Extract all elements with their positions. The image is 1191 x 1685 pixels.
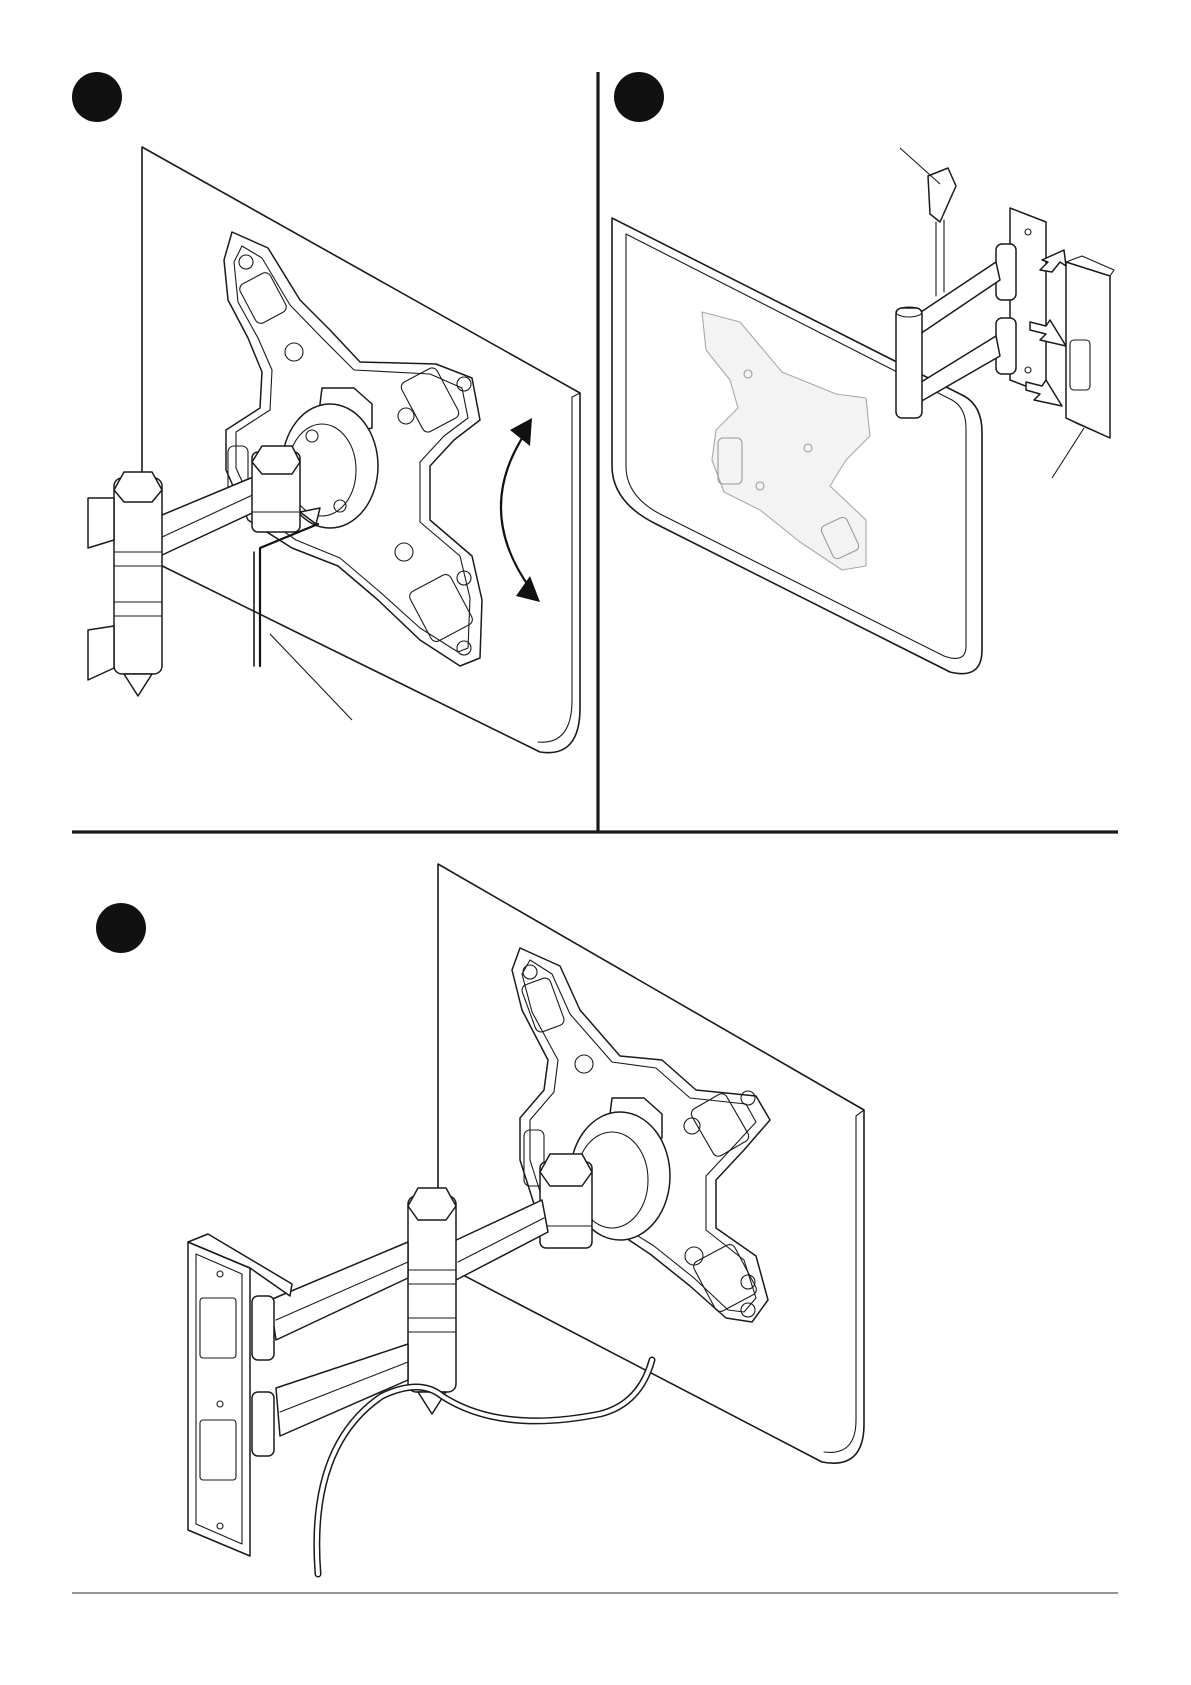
step-1-badge: [72, 72, 122, 122]
step-2-badge: [614, 72, 664, 122]
arm-pivot-cylinder: [114, 478, 162, 674]
arm-upper: [918, 262, 1000, 334]
outlined-arrow-icon: [1026, 380, 1062, 406]
wall-bracket: [1066, 262, 1110, 438]
arm-pivot-cylinder: [408, 1196, 456, 1392]
arm-pivot-cap: [408, 1188, 456, 1220]
safety-cap: [928, 168, 956, 222]
hub-hinge-cap: [252, 446, 300, 474]
arm-stub-upper: [88, 498, 114, 548]
arm-lower-hinge: [996, 318, 1016, 374]
pivot-tip: [124, 674, 152, 696]
leader-line-wall-bracket: [1052, 428, 1084, 478]
tv-side-hinge: [896, 308, 922, 418]
panel-3-illustration: [188, 864, 864, 1574]
bracket-hinge-upper: [252, 1296, 274, 1360]
safety-strap: [936, 220, 944, 296]
wall-bracket: [188, 1242, 250, 1556]
arm-lower: [918, 336, 1000, 402]
panel-1-illustration: [88, 147, 580, 753]
arm-stub-lower: [88, 626, 114, 680]
arm-upper-hinge: [996, 244, 1016, 300]
panel-2-illustration: [612, 148, 1114, 674]
bracket-hinge-lower: [252, 1392, 274, 1456]
hub-hinge-cap: [540, 1154, 592, 1186]
step-3-badge: [96, 903, 146, 953]
arm-pivot-cap: [114, 472, 162, 502]
leader-line-safety-cap: [900, 148, 940, 184]
